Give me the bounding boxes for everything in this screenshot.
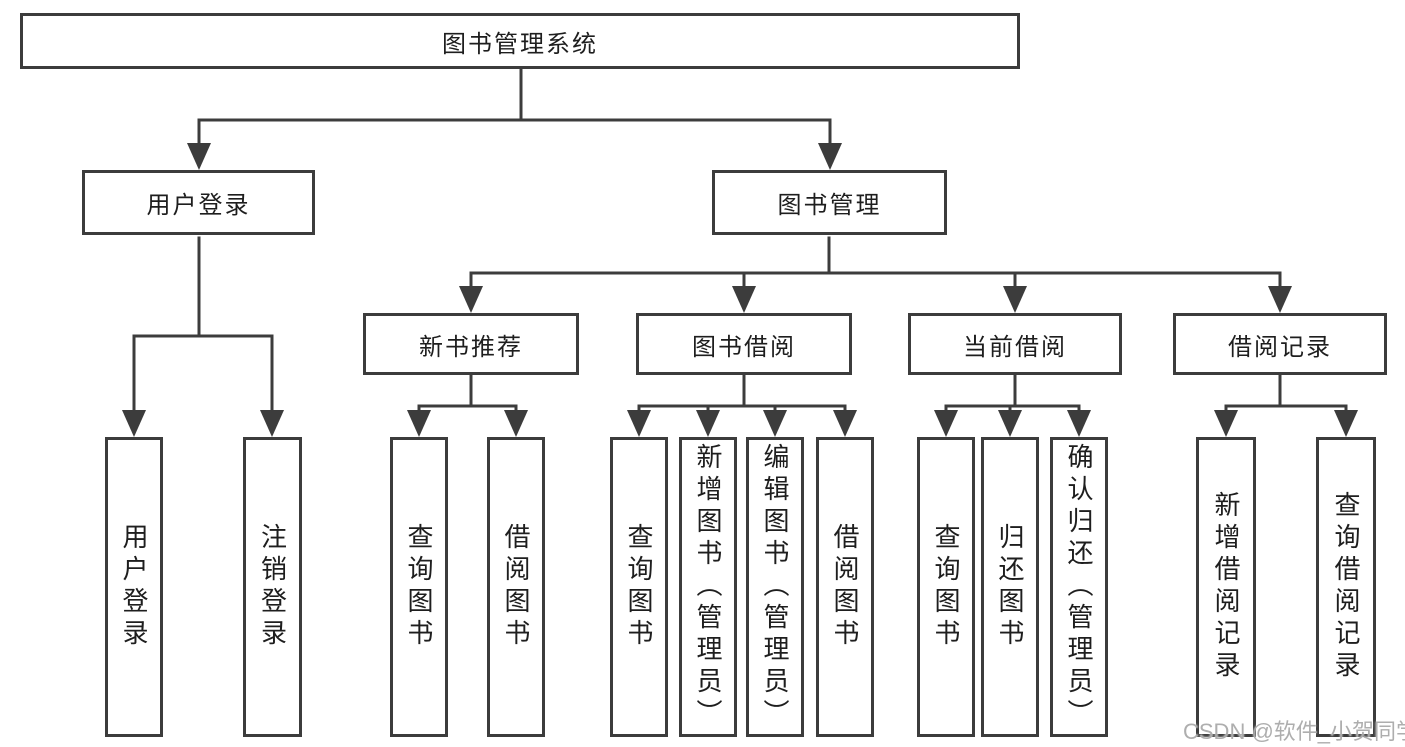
- node-user-login: 用户登录: [82, 170, 315, 235]
- arrowheads: [122, 143, 1358, 437]
- node-book-borrow: 图书借阅: [636, 313, 852, 375]
- node-root: 图书管理系统: [20, 13, 1020, 69]
- watermark: CSDN @软件_小贺同学: [1183, 719, 1405, 744]
- leaf-add-borrow-record-label: 新增借阅记录: [1211, 491, 1241, 683]
- connector-book-borrow-to-children: [637, 374, 847, 414]
- leaf-recommend-borrow-books-label: 借阅图书: [501, 523, 531, 651]
- leaf-confirm-return-admin-label: 确认归还（管理员）: [1064, 443, 1094, 731]
- leaf-add-borrow-record: 新增借阅记录: [1196, 437, 1256, 737]
- node-borrow-records: 借阅记录: [1173, 313, 1387, 375]
- node-borrow-records-label: 借阅记录: [1228, 333, 1332, 361]
- leaf-borrow-books-label: 借阅图书: [830, 523, 860, 651]
- node-current-borrow-label: 当前借阅: [963, 333, 1067, 361]
- leaf-borrow-books: 借阅图书: [816, 437, 874, 737]
- connector-root-to-level2: [197, 67, 832, 147]
- connector-book-management-to-level3: [469, 236, 1282, 290]
- connector-user-login-to-children: [132, 236, 274, 414]
- leaf-edit-book-admin-label: 编辑图书（管理员）: [760, 443, 790, 731]
- node-new-book-recommend-label: 新书推荐: [419, 333, 523, 361]
- leaf-user-login-label: 用户登录: [119, 523, 149, 651]
- leaf-borrow-query-books: 查询图书: [610, 437, 668, 737]
- leaf-query-borrow-record-label: 查询借阅记录: [1331, 491, 1361, 683]
- node-current-borrow: 当前借阅: [908, 313, 1122, 375]
- node-book-borrow-label: 图书借阅: [692, 333, 796, 361]
- leaf-current-query-books: 查询图书: [917, 437, 975, 737]
- leaf-recommend-query-books: 查询图书: [390, 437, 448, 737]
- leaf-return-book: 归还图书: [981, 437, 1039, 737]
- connector-borrow-records-to-children: [1224, 374, 1348, 414]
- node-new-book-recommend: 新书推荐: [363, 313, 579, 375]
- leaf-query-borrow-record: 查询借阅记录: [1316, 437, 1376, 737]
- leaf-recommend-query-books-label: 查询图书: [404, 523, 434, 651]
- leaf-return-book-label: 归还图书: [995, 523, 1025, 651]
- node-root-label: 图书管理系统: [442, 30, 598, 58]
- connector-new-book-recommend-to-children: [417, 374, 518, 414]
- node-user-login-label: 用户登录: [146, 192, 251, 219]
- node-book-management-label: 图书管理: [777, 192, 882, 219]
- leaf-logout-label: 注销登录: [257, 523, 288, 651]
- leaf-confirm-return-admin: 确认归还（管理员）: [1050, 437, 1108, 737]
- leaf-edit-book-admin: 编辑图书（管理员）: [746, 437, 804, 737]
- leaf-user-login: 用户登录: [105, 437, 163, 737]
- connector-current-borrow-to-children: [944, 374, 1081, 414]
- leaf-add-book-admin-label: 新增图书（管理员）: [693, 443, 723, 731]
- leaf-borrow-query-books-label: 查询图书: [624, 523, 654, 651]
- node-book-management: 图书管理: [712, 170, 947, 235]
- leaf-recommend-borrow-books: 借阅图书: [487, 437, 545, 737]
- leaf-logout: 注销登录: [243, 437, 302, 737]
- leaf-add-book-admin: 新增图书（管理员）: [679, 437, 737, 737]
- leaf-current-query-books-label: 查询图书: [931, 523, 961, 651]
